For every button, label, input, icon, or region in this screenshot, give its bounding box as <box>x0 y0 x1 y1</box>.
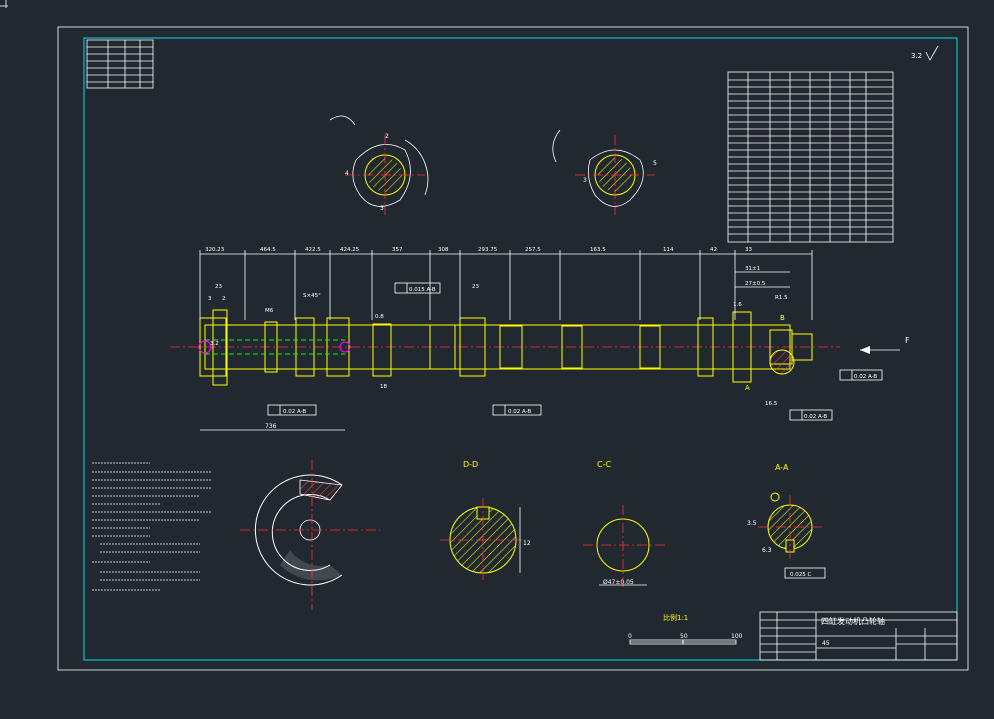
drawing-title: 四缸发动机凸轮轴 <box>821 616 885 626</box>
camshaft-main-view: F 320.23 464.5 422.5 424.25 357 308 293.… <box>170 247 910 431</box>
svg-text:3: 3 <box>583 177 587 184</box>
section-view-dd: D-D 12 <box>440 460 531 582</box>
view-cc-title: C-C <box>597 460 611 469</box>
dim-4: 424.25 <box>340 247 360 253</box>
general-roughness-symbol: 3.2 <box>911 45 939 61</box>
dim-6: 308 <box>438 247 449 253</box>
dim-2: 464.5 <box>260 247 276 253</box>
svg-text:0.015 A-B: 0.015 A-B <box>409 287 436 293</box>
view-dd-dim: 12 <box>523 540 531 547</box>
section-view-aa: A-A 3.5 6.3 0.025 C <box>747 463 826 579</box>
small-dim-1: 18 <box>380 384 387 390</box>
tolerance-frame-left: 0.02 A-B <box>267 404 317 416</box>
flange-label: F <box>905 336 910 345</box>
cam-data-table <box>727 71 894 243</box>
view-dd-title: D-D <box>463 460 478 469</box>
dim-12: 33 <box>745 247 752 253</box>
dim-9: 163.5 <box>590 247 606 253</box>
roughness-3: 3.2 <box>210 341 219 347</box>
valve-timing-ring-view <box>240 460 380 610</box>
svg-text:0.02 A-B: 0.02 A-B <box>508 409 531 415</box>
tolerance-frame-right2: 0.02 A-B <box>789 409 833 421</box>
dim-3: 422.5 <box>305 247 321 253</box>
small-dim-6: 23 <box>215 284 222 290</box>
svg-text:0.02 A-B: 0.02 A-B <box>283 409 306 415</box>
svg-text:50: 50 <box>680 633 688 640</box>
view-aa-title: A-A <box>775 463 789 472</box>
overall-length: 736 <box>265 423 277 430</box>
dim-8: 257.5 <box>525 247 541 253</box>
small-dim-5: 16.5 <box>765 401 778 407</box>
small-dim-4: 2 <box>222 296 226 302</box>
dim-10: 114 <box>663 247 674 253</box>
journal-a: A <box>745 384 750 392</box>
cam-profile-view-right: 3 5 <box>552 129 657 215</box>
svg-text:2: 2 <box>385 133 389 140</box>
small-dim-3: 3 <box>208 296 212 302</box>
dim-11: 42 <box>710 247 717 253</box>
note-chamfer: S×45° <box>303 293 321 299</box>
svg-text:0.02 A-B: 0.02 A-B <box>854 374 877 380</box>
dim-right-2: 27±0.5 <box>745 281 766 287</box>
svg-text:3: 3 <box>380 205 384 212</box>
cam-profile-view-left: 4 2 3 <box>329 115 429 215</box>
tolerance-frame-middle: 0.02 A-B <box>492 404 542 416</box>
note-m6: M6 <box>265 308 274 314</box>
svg-text:0.02 A-B: 0.02 A-B <box>804 414 827 420</box>
inner-border <box>83 37 958 661</box>
dim-right-1: 31±1 <box>745 266 760 272</box>
roughness-1: 0.8 <box>375 314 384 320</box>
tolerance-frame-right: 0.02 A-B <box>839 369 883 381</box>
roughness-text: 3.2 <box>911 52 922 60</box>
revision-table <box>86 39 154 89</box>
roughness-2: 1.6 <box>733 302 742 308</box>
svg-text:0: 0 <box>628 633 632 640</box>
outer-border <box>57 26 969 671</box>
view-cc-dim: Ø47±0.05 <box>603 579 634 586</box>
technical-notes <box>92 462 212 591</box>
svg-text:100: 100 <box>731 633 743 640</box>
svg-text:5: 5 <box>653 160 657 167</box>
view-aa-tol: 0.025 C <box>790 572 811 578</box>
dim-1: 320.23 <box>205 247 225 253</box>
dim-right-3: R1.5 <box>775 295 788 301</box>
scale-label: 比例1:1 <box>663 613 688 622</box>
dim-5: 357 <box>392 247 403 253</box>
svg-text:4: 4 <box>345 170 349 177</box>
small-dim-2: 23 <box>472 284 479 290</box>
journal-b: B <box>780 314 785 322</box>
material-code: 45 <box>822 640 830 647</box>
view-aa-dim-1: 3.5 <box>747 520 757 527</box>
tolerance-frame-top: 0.015 A-B <box>394 282 441 294</box>
view-aa-dim-2: 6.3 <box>762 547 772 554</box>
scale-bar: 0 50 100 <box>628 633 743 645</box>
dim-7: 293.75 <box>478 247 498 253</box>
section-view-cc: C-C Ø47±0.05 <box>583 460 665 587</box>
title-block: 四缸发动机凸轮轴 45 <box>759 611 958 661</box>
